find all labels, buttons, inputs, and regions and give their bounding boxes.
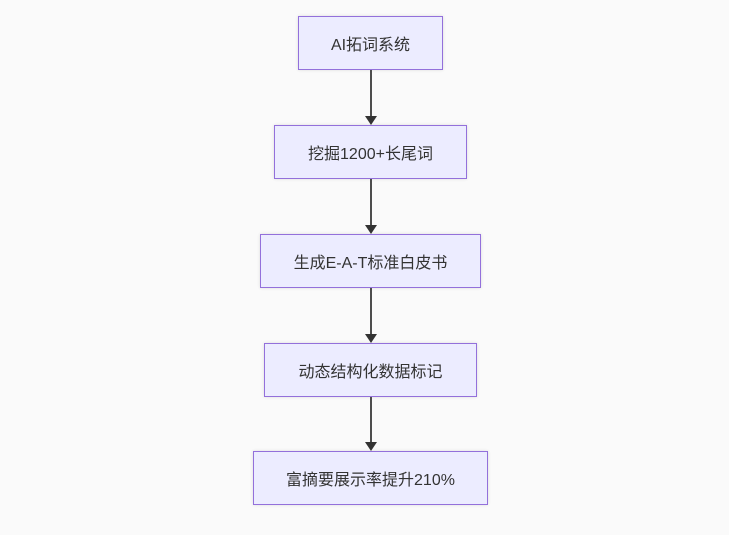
flow-node-label: 生成E-A-T标准白皮书 bbox=[293, 255, 448, 272]
flow-node-ai-word-expansion: AI拓词系统 bbox=[298, 16, 443, 70]
flow-arrow-3 bbox=[364, 288, 377, 343]
arrow-shaft bbox=[369, 70, 372, 116]
flow-node-structured-data-markup: 动态结构化数据标记 bbox=[264, 343, 477, 397]
flow-node-label: 挖掘1200+长尾词 bbox=[308, 146, 433, 163]
arrow-shaft bbox=[369, 288, 372, 334]
flow-arrow-2 bbox=[364, 179, 377, 234]
arrow-shaft bbox=[369, 179, 372, 225]
flow-node-label: AI拓词系统 bbox=[330, 37, 411, 54]
flow-node-label: 富摘要展示率提升210% bbox=[286, 472, 455, 489]
flow-node-label: 动态结构化数据标记 bbox=[298, 364, 443, 381]
flow-node-rich-snippet-result: 富摘要展示率提升210% bbox=[253, 451, 488, 505]
arrow-down-icon bbox=[364, 225, 377, 234]
flow-node-eat-whitepaper: 生成E-A-T标准白皮书 bbox=[260, 234, 481, 288]
arrow-down-icon bbox=[364, 334, 377, 343]
flow-arrow-4 bbox=[364, 397, 377, 451]
arrow-down-icon bbox=[364, 442, 377, 451]
arrow-down-icon bbox=[364, 116, 377, 125]
arrow-shaft bbox=[369, 397, 372, 442]
flow-arrow-1 bbox=[364, 70, 377, 125]
flow-node-longtail-mining: 挖掘1200+长尾词 bbox=[274, 125, 467, 179]
